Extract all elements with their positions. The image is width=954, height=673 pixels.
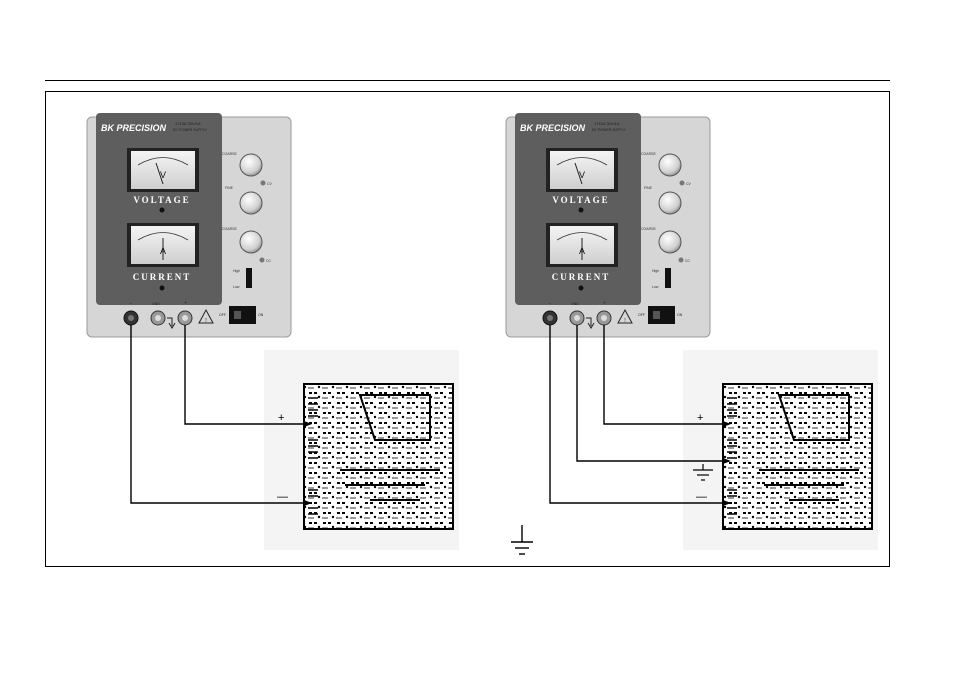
svg-text:CV: CV <box>267 182 273 186</box>
header-rule <box>45 80 890 81</box>
right-wiring <box>549 325 729 504</box>
svg-text:Low: Low <box>652 285 659 289</box>
left-model-line: 1710A 30V/1A <box>175 121 201 126</box>
svg-text:CV: CV <box>686 182 692 186</box>
svg-text:−: − <box>129 301 133 307</box>
left-plus-label: + <box>278 412 284 424</box>
svg-text:OFF: OFF <box>638 313 645 317</box>
left-voltage-needle <box>155 162 164 185</box>
right-current-letter: A <box>579 246 585 256</box>
right-current-label: CURRENT <box>552 272 611 282</box>
svg-text:OFF: OFF <box>219 313 226 317</box>
left-voltage-letter: V <box>160 170 166 180</box>
right-board-ground-icon <box>693 464 713 481</box>
right-minus-label: — <box>696 491 707 503</box>
svg-text:+: + <box>184 301 188 307</box>
right-subtitle: DC POWER SUPPLY <box>592 128 626 132</box>
left-wiring <box>130 325 310 504</box>
left-power-switch[interactable] <box>229 306 256 324</box>
svg-text:GND: GND <box>152 302 160 306</box>
svg-text:High: High <box>233 269 240 273</box>
svg-text:CC: CC <box>266 259 272 263</box>
right-knob-label-coarse-2: COARSE <box>641 227 656 231</box>
right-voltage-needle <box>574 162 583 185</box>
left-current-knob[interactable] <box>239 230 263 254</box>
right-power-supply: BK PRECISION 1710A 30V/1A DC POWER SUPPL… <box>505 113 711 338</box>
right-voltage-coarse-knob[interactable] <box>658 153 682 177</box>
left-brand-logo: BK PRECISION <box>101 123 167 133</box>
svg-text:CC: CC <box>685 259 691 263</box>
right-knob-label-fine: FINE <box>644 186 653 190</box>
left-current-letter: A <box>160 246 166 256</box>
svg-text:!: ! <box>205 318 207 324</box>
earth-ground-icon <box>511 525 533 555</box>
svg-text:GND: GND <box>571 302 579 306</box>
right-warning-icon <box>617 308 633 324</box>
left-voltage-fine-knob[interactable] <box>239 191 263 215</box>
left-voltage-label: VOLTAGE <box>133 195 190 205</box>
right-range-switch[interactable] <box>665 268 671 288</box>
left-knob-label-coarse-2: COARSE <box>222 227 237 231</box>
right-power-switch[interactable] <box>648 306 675 324</box>
figure-frame <box>45 91 890 567</box>
right-circuit-board <box>683 350 878 550</box>
svg-text:−: − <box>548 301 552 307</box>
left-knob-label-coarse-1: COARSE <box>222 152 237 156</box>
right-model-line: 1710A 30V/1A <box>594 121 620 126</box>
right-plus-label: + <box>697 412 703 424</box>
left-current-label: CURRENT <box>133 272 192 282</box>
right-ground-arrow-icon <box>586 317 595 329</box>
right-current-knob[interactable] <box>658 230 682 254</box>
left-power-supply: BK PRECISION 1710A 30V/1A DC POWER SUPPL… <box>86 113 292 338</box>
svg-text:Low: Low <box>233 285 240 289</box>
svg-text:!: ! <box>624 318 626 324</box>
right-brand-logo: BK PRECISION <box>520 123 586 133</box>
left-subtitle: DC POWER SUPPLY <box>173 128 207 132</box>
svg-text:ON: ON <box>677 313 683 317</box>
right-voltage-letter: V <box>579 170 585 180</box>
left-ground-arrow-icon <box>167 317 176 329</box>
left-circuit-board <box>264 350 459 550</box>
left-voltage-coarse-knob[interactable] <box>239 153 263 177</box>
svg-text:+: + <box>603 301 607 307</box>
svg-text:High: High <box>652 269 659 273</box>
left-range-switch[interactable] <box>246 268 252 288</box>
right-voltage-fine-knob[interactable] <box>658 191 682 215</box>
left-minus-label: — <box>277 491 288 503</box>
left-warning-icon <box>198 308 214 324</box>
right-voltage-label: VOLTAGE <box>552 195 609 205</box>
svg-text:ON: ON <box>258 313 264 317</box>
right-knob-label-coarse-1: COARSE <box>641 152 656 156</box>
left-knob-label-fine: FINE <box>225 186 234 190</box>
